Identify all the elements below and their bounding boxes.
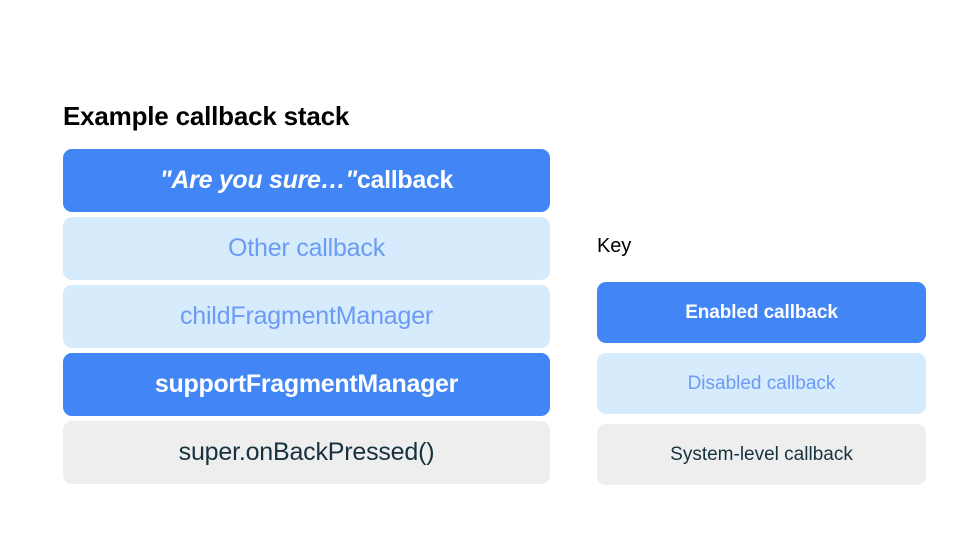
stack-item-label: supportFragmentManager	[154, 370, 459, 398]
key-item-label: Enabled callback	[685, 301, 838, 323]
stack-item-child-fragment-manager: childFragmentManager	[63, 285, 550, 348]
key-title: Key	[597, 235, 632, 257]
stack-item-are-you-sure-callback: "Are you sure…" callback	[63, 149, 550, 212]
stack-item-super-on-back-pressed: super.onBackPressed()	[63, 421, 550, 484]
key-legend-section: Key Enabled callback Disabled callback S…	[597, 233, 926, 485]
key-item-system-level-callback: System-level callback	[597, 424, 926, 485]
key-item-enabled-callback: Enabled callback	[597, 282, 926, 343]
key-item-label: Disabled callback	[687, 372, 836, 394]
callback-stack-section: Example callback stack "Are you sure…" c…	[63, 100, 550, 484]
callback-stack-list: "Are you sure…" callback Other callback …	[63, 149, 550, 484]
stack-item-label: childFragmentManager	[179, 302, 434, 330]
stack-item-label-plain: callback	[356, 166, 454, 194]
stack-item-label: Other callback	[228, 234, 385, 262]
key-legend-list: Enabled callback Disabled callback Syste…	[597, 282, 926, 485]
key-item-disabled-callback: Disabled callback	[597, 353, 926, 414]
stack-item-support-fragment-manager: supportFragmentManager	[63, 353, 550, 416]
stack-item-label-quoted: "Are you sure…"	[159, 166, 357, 194]
page-title: Example callback stack	[63, 101, 350, 131]
stack-item-label: super.onBackPressed()	[178, 438, 435, 466]
key-item-label: System-level callback	[670, 443, 853, 465]
stack-item-other-callback: Other callback	[63, 217, 550, 280]
